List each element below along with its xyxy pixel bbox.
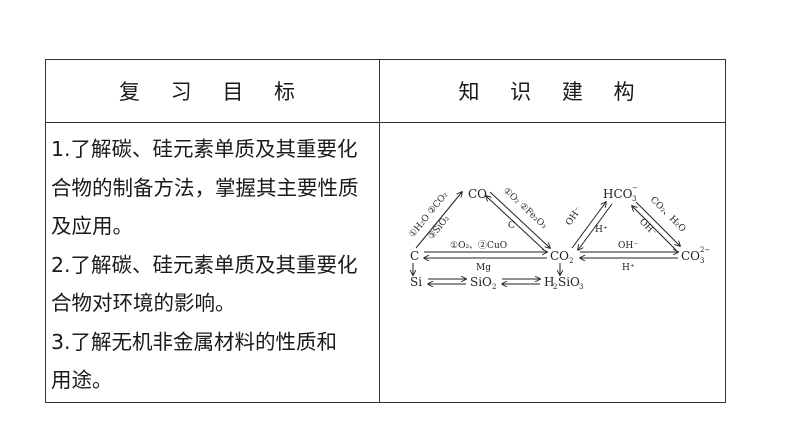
arrow-co3-to-hco3 bbox=[632, 206, 677, 251]
svg-text:HCO: HCO bbox=[603, 187, 633, 201]
column-divider bbox=[379, 60, 380, 402]
arrow-co2-to-hco3 bbox=[571, 202, 606, 249]
svg-text:CO: CO bbox=[681, 249, 700, 263]
label-co2-to-hco3: OH⁻ bbox=[564, 205, 584, 227]
node-co: CO bbox=[468, 187, 487, 201]
node-h2sio3: H 2 SiO 3 bbox=[544, 275, 583, 291]
node-co2: CO 2 bbox=[550, 249, 573, 265]
node-hco3: HCO 3 − bbox=[603, 184, 638, 203]
goal-line: 1.了解碳、硅元素单质及其重要化 bbox=[51, 137, 358, 161]
arrow-c-to-co bbox=[415, 192, 462, 249]
knowledge-structure-header: 知 识 建 构 bbox=[458, 80, 647, 104]
goal-line: 3.了解无机非金属材料的性质和 bbox=[51, 329, 338, 354]
label-hco3-to-co2: H⁺ bbox=[595, 225, 608, 235]
svg-text:2: 2 bbox=[492, 283, 496, 291]
svg-text:−: − bbox=[632, 184, 638, 192]
node-sio2: SiO 2 bbox=[470, 275, 496, 291]
svg-text:H: H bbox=[544, 275, 554, 289]
arrow-hco3-to-co3 bbox=[635, 201, 680, 246]
svg-text:2: 2 bbox=[553, 283, 557, 291]
label-co3-to-hco3: OH⁻ bbox=[637, 217, 658, 238]
node-co3: CO 3 2− bbox=[681, 246, 710, 265]
carbon-silicon-knowledge-diagram: C CO CO 2 HCO 3 − CO 3 2− Si SiO 2 H 2 bbox=[404, 178, 720, 294]
svg-text:2−: 2− bbox=[700, 246, 710, 254]
goal-line: 2.了解碳、硅元素单质及其重要化 bbox=[51, 252, 358, 277]
arrow-hco3-to-co2 bbox=[578, 203, 613, 250]
header-divider bbox=[46, 122, 725, 123]
node-si: Si bbox=[410, 275, 422, 289]
goal-line: 合物的制备方法，掌握其主要性质 bbox=[51, 175, 359, 200]
label-co3-to-co2: H⁺ bbox=[622, 263, 635, 273]
review-goals-header: 复 习 目 标 bbox=[118, 80, 308, 104]
label-c-to-co2: ①O₂、②CuO bbox=[450, 240, 507, 251]
goals-structure-table: 复 习 目 标 知 识 建 构 1.了解碳、硅元素单质及其重要化 合物的制备方法… bbox=[45, 59, 726, 403]
label-co2-to-co3: OH⁻ bbox=[618, 241, 638, 251]
node-c: C bbox=[410, 249, 419, 263]
label-co2-to-co: C bbox=[508, 221, 515, 231]
goal-line: 合物对环境的影响。 bbox=[51, 291, 236, 315]
review-goals-list: 1.了解碳、硅元素单质及其重要化 合物的制备方法，掌握其主要性质 及应用。 2.… bbox=[51, 130, 377, 400]
svg-text:2: 2 bbox=[569, 257, 573, 265]
svg-text:SiO: SiO bbox=[558, 275, 580, 289]
arrow-co2-to-co bbox=[486, 196, 545, 251]
svg-text:CO: CO bbox=[550, 249, 569, 263]
svg-text:3: 3 bbox=[632, 195, 636, 203]
svg-text:3: 3 bbox=[700, 257, 704, 265]
goal-line: 用途。 bbox=[51, 368, 113, 392]
svg-text:SiO: SiO bbox=[470, 275, 492, 289]
arrow-co-to-co2 bbox=[489, 191, 550, 248]
goal-line: 及应用。 bbox=[51, 214, 133, 238]
svg-text:3: 3 bbox=[579, 283, 583, 291]
label-co2-to-c: Mg bbox=[476, 263, 491, 273]
